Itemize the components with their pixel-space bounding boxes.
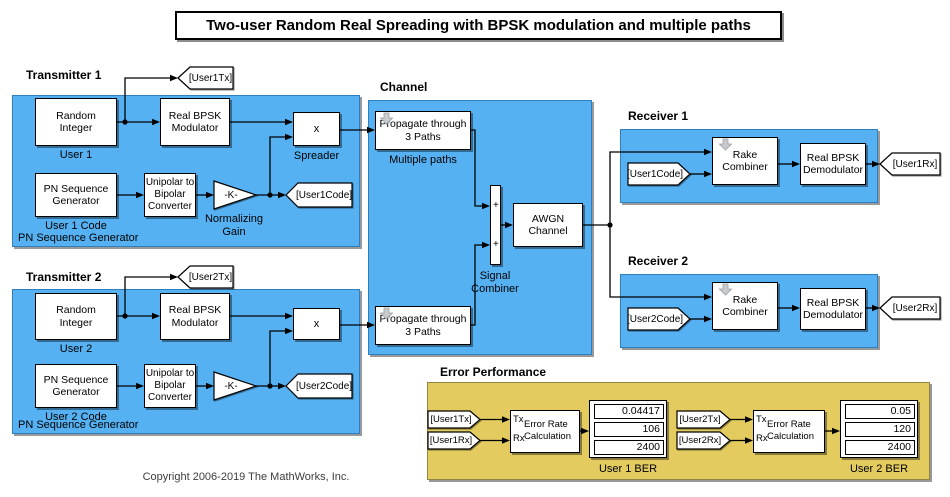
arrowheads xyxy=(136,74,880,444)
block-awgn-channel[interactable]: AWGN Channel xyxy=(513,203,583,247)
from-tag-user1tx-label[interactable]: [User1Tx] xyxy=(430,414,472,425)
down-arrow-icon xyxy=(719,283,732,296)
from-tag-user1tx-shape[interactable] xyxy=(427,410,481,429)
goto-tag-user1rx-shape[interactable] xyxy=(879,152,941,176)
from-tag-user1rx-label[interactable]: [User1Rx] xyxy=(429,435,473,446)
caption-user1-code: User 1 Code xyxy=(45,220,107,232)
block-spreader-user1[interactable]: x xyxy=(293,112,340,146)
block-error-rate-calc-user2[interactable]: Tx Rx Error Rate Calculation xyxy=(753,410,825,453)
goto-tag-user1code-label[interactable]: [User1Code] xyxy=(295,189,353,201)
caption-spreader: Spreader xyxy=(293,150,340,162)
caption-pn-generator-area-tx2: PN Sequence Generator xyxy=(18,419,139,431)
from-tag-user1rx-shape[interactable] xyxy=(427,431,481,450)
block-spreader-user2[interactable]: x xyxy=(293,308,340,340)
caption-signal-combiner: Signal Combiner xyxy=(471,270,519,295)
gain-symbol-user2: -K- xyxy=(224,380,238,392)
down-arrow-icon xyxy=(380,112,393,125)
area-label-receiver2: Receiver 2 xyxy=(628,254,689,268)
goto-tag-user1code-shape[interactable] xyxy=(285,182,353,208)
from-tag-user2tx-shape[interactable] xyxy=(676,410,731,429)
caption-normalizing-gain: Normalizing Gain xyxy=(204,213,264,238)
from-tag-user2code-shape[interactable] xyxy=(627,307,691,331)
block-random-integer-user2[interactable]: Random Integer xyxy=(35,293,117,340)
block-rake-combiner-user1[interactable]: Rake Combiner xyxy=(712,137,778,185)
display-value-errors: 106 xyxy=(594,422,664,437)
block-display-user2-ber[interactable]: 0.05 120 2400 xyxy=(840,400,918,458)
area-label-transmitter2: Transmitter 2 xyxy=(26,270,102,284)
display-value-ber: 0.04417 xyxy=(594,404,664,419)
from-tag-user1code-shape[interactable] xyxy=(627,162,691,186)
block-unipolar-converter-user2[interactable]: Unipolar to Bipolar Converter xyxy=(144,364,196,408)
caption-pn-generator-area-tx1: PN Sequence Generator xyxy=(18,232,139,244)
from-tag-user2rx-label[interactable]: [User2Rx] xyxy=(678,435,722,446)
block-propagate-paths-top[interactable]: Propagate through 3 Paths xyxy=(375,111,471,150)
block-pn-generator-user1[interactable]: PN Sequence Generator xyxy=(35,173,117,217)
junction-dots xyxy=(122,119,613,389)
area-label-receiver1: Receiver 1 xyxy=(628,109,689,123)
display-value-ber: 0.05 xyxy=(845,404,915,419)
goto-tag-user1tx-label[interactable]: [User1Tx] xyxy=(188,72,233,84)
display-value-symbols: 2400 xyxy=(594,440,664,455)
from-tag-user2code-label[interactable]: [User2Code] xyxy=(626,313,684,325)
goto-tag-user1rx-label[interactable]: [User1Rx] xyxy=(892,158,938,170)
block-pn-generator-user2[interactable]: PN Sequence Generator xyxy=(35,364,117,408)
goto-tag-user2tx-shape[interactable] xyxy=(177,265,234,289)
display-value-errors: 120 xyxy=(845,422,915,437)
from-tag-user2tx-label[interactable]: [User2Tx] xyxy=(679,414,721,425)
goto-tag-user2code-label[interactable]: [User2Code] xyxy=(295,380,353,392)
goto-tag-user2rx-shape[interactable] xyxy=(879,296,941,320)
area-label-channel: Channel xyxy=(380,80,428,94)
from-tag-user2rx-shape[interactable] xyxy=(676,431,731,450)
block-bpsk-demodulator-user2[interactable]: Real BPSK Demodulator xyxy=(800,288,866,330)
display-value-symbols: 2400 xyxy=(845,440,915,455)
block-unipolar-converter-user1[interactable]: Unipolar to Bipolar Converter xyxy=(144,173,196,217)
port-label-rx: Rx xyxy=(756,433,768,444)
goto-from-tags xyxy=(177,66,941,450)
port-label-tx: Tx xyxy=(756,414,767,425)
goto-tag-user2code-shape[interactable] xyxy=(285,373,353,399)
block-bpsk-modulator-user1[interactable]: Real BPSK Modulator xyxy=(160,98,230,146)
model-title-annotation: Two-user Random Real Spreading with BPSK… xyxy=(175,11,782,40)
block-error-rate-calc-user1[interactable]: Tx Rx Error Rate Calculation xyxy=(510,410,580,453)
caption-user2: User 2 xyxy=(59,343,93,355)
area-label-transmitter1: Transmitter 1 xyxy=(26,68,102,82)
goto-tag-user2tx-label[interactable]: [User2Tx] xyxy=(188,271,233,283)
caption-user1-ber: User 1 BER xyxy=(598,463,658,475)
down-arrow-icon xyxy=(719,138,732,151)
goto-tag-user1tx-shape[interactable] xyxy=(177,66,234,90)
caption-user2-code: User 2 Code xyxy=(45,411,107,423)
caption-user1: User 1 xyxy=(59,149,93,161)
goto-tag-user2rx-label[interactable]: [User2Rx] xyxy=(892,302,938,314)
area-label-error-performance: Error Performance xyxy=(440,365,547,379)
gain-symbol-user1: -K- xyxy=(224,189,238,201)
port-label-tx: Tx xyxy=(513,414,524,425)
block-bpsk-demodulator-user1[interactable]: Real BPSK Demodulator xyxy=(800,143,866,185)
block-propagate-paths-bottom[interactable]: Propagate through 3 Paths xyxy=(375,306,471,345)
block-bpsk-modulator-user2[interactable]: Real BPSK Modulator xyxy=(160,293,230,340)
copyright-annotation: Copyright 2006-2019 The MathWorks, Inc. xyxy=(142,471,350,483)
caption-multiple-paths: Multiple paths xyxy=(389,154,457,166)
port-label-rx: Rx xyxy=(513,433,525,444)
block-rake-combiner-user2[interactable]: Rake Combiner xyxy=(712,282,778,330)
wires xyxy=(117,77,874,442)
block-signal-combiner[interactable]: + + xyxy=(490,185,501,265)
block-random-integer-user1[interactable]: Random Integer xyxy=(35,98,117,146)
down-arrow-icon xyxy=(380,307,393,320)
block-display-user1-ber[interactable]: 0.04417 106 2400 xyxy=(589,400,667,458)
from-tag-user1code-label[interactable]: [User1Code] xyxy=(626,168,684,180)
caption-user2-ber: User 2 BER xyxy=(849,463,909,475)
